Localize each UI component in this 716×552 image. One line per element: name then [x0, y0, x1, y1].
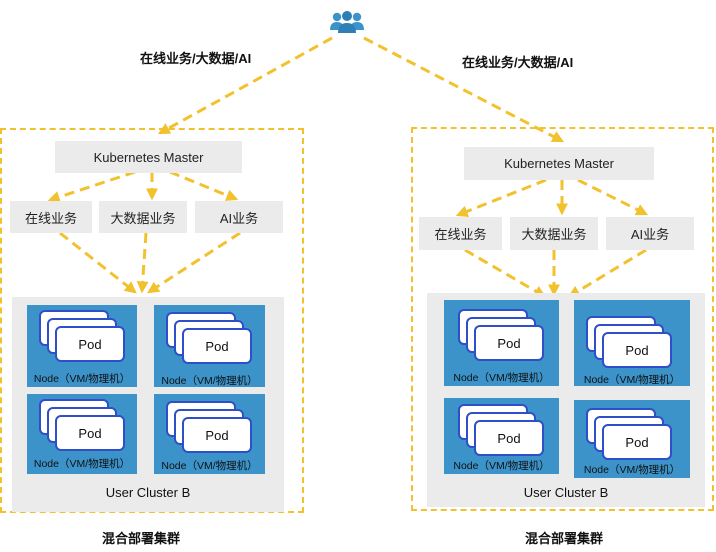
node-label: Node（VM/物理机）: [161, 375, 258, 387]
arrow-users-to-right-master: [363, 36, 565, 143]
pod-card: Pod: [55, 415, 125, 451]
kubernetes-master-right: Kubernetes Master: [464, 147, 654, 180]
arrow-left-bigdata-to-cluster: [136, 232, 149, 294]
node-box: Pod Node（VM/物理机）: [574, 400, 690, 478]
pod-card: Pod: [182, 328, 252, 364]
arrow-users-to-left-master: [157, 36, 333, 135]
service-ai-right: AI业务: [606, 217, 694, 250]
node-label: Node（VM/物理机）: [33, 458, 131, 470]
hybrid-cluster-right: [411, 127, 714, 511]
node-box: Pod Node（VM/物理机）: [27, 305, 137, 387]
pod-card: Pod: [602, 332, 672, 368]
node-label: Node（VM/物理机）: [161, 460, 258, 472]
pod-card: Pod: [182, 417, 252, 453]
kubernetes-master-left: Kubernetes Master: [55, 141, 242, 173]
service-bigdata-left: 大数据业务: [99, 201, 187, 233]
arrow-right-master-to-ai: [577, 178, 649, 216]
arrow-left-master-to-ai: [169, 170, 239, 201]
node-label: Node（VM/物理机）: [453, 460, 550, 472]
pod-card: Pod: [474, 325, 544, 361]
hybrid-cluster-left: [0, 128, 304, 513]
user-cluster-left: Pod Node（VM/物理机） Pod Node（VM/物理机） Pod No…: [12, 297, 284, 512]
node-box: Pod Node（VM/物理机）: [27, 394, 137, 474]
pod-card: Pod: [55, 326, 125, 362]
pod-card: Pod: [474, 420, 544, 456]
node-label: Node（VM/物理机）: [583, 464, 681, 476]
cluster-caption-right: 混合部署集群: [525, 531, 604, 546]
users-group-icon: [330, 11, 364, 33]
service-online-left: 在线业务: [10, 201, 92, 233]
arrow-left-ai-to-cluster: [146, 231, 241, 294]
node-label: Node（VM/物理机）: [33, 373, 131, 385]
service-bigdata-right: 大数据业务: [510, 217, 598, 250]
user-cluster-label: User Cluster B: [523, 485, 609, 500]
pod-card: Pod: [602, 424, 672, 460]
service-online-right: 在线业务: [419, 217, 502, 250]
node-label: Node（VM/物理机）: [583, 374, 681, 386]
user-cluster-label: User Cluster B: [105, 485, 191, 500]
flow-label-left: 在线业务/大数据/AI: [140, 51, 252, 66]
flow-label-right: 在线业务/大数据/AI: [462, 55, 574, 70]
node-box: Pod Node（VM/物理机）: [444, 300, 559, 386]
cluster-caption-left: 混合部署集群: [102, 531, 181, 546]
user-cluster-right: Pod Node（VM/物理机） Pod Node（VM/物理机） Pod No…: [427, 293, 705, 507]
node-box: Pod Node（VM/物理机）: [444, 398, 559, 474]
node-label: Node（VM/物理机）: [453, 372, 550, 384]
service-ai-left: AI业务: [195, 201, 283, 233]
node-box: Pod Node（VM/物理机）: [574, 300, 690, 386]
node-box: Pod Node（VM/物理机）: [154, 394, 265, 474]
node-box: Pod Node（VM/物理机）: [154, 305, 265, 387]
